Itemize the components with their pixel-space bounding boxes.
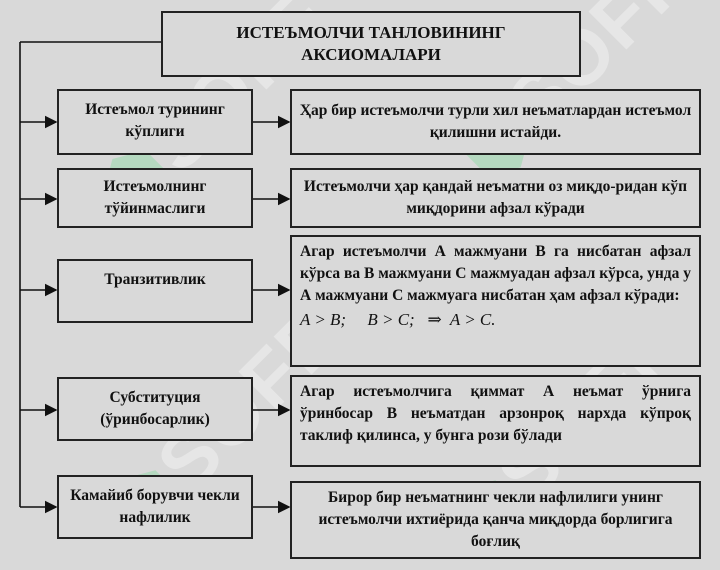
axiom-description: Агар истеъмолчига қиммат А неъмат ўрнига…	[300, 383, 691, 444]
axiom-description-box-5: Бирор бир неъматнинг чекли нафлилиги уни…	[290, 481, 701, 559]
axiom-description-box-3: Агар истеъмолчи А мажмуани В га нисбатан…	[290, 235, 701, 367]
axiom-name: Камайиб борувчи чекли нафлилик	[70, 487, 240, 526]
axiom-name-box-3: Транзитивлик	[57, 259, 253, 323]
axiom-name-box-5: Камайиб борувчи чекли нафлилик	[57, 475, 253, 539]
axiom-name: Истеъмол турининг кўплиги	[85, 101, 225, 140]
axiom-description-box-1: Ҳар бир истеъмолчи турли хил неъматларда…	[290, 89, 701, 155]
transitivity-formula: A > B; B > C; ⇒ A > C.	[300, 310, 496, 329]
diagram-title: ИСТЕЪМОЛЧИ ТАНЛОВИНИНГ АКСИОМАЛАРИ	[161, 11, 581, 77]
axiom-name: Истеъмолнинг тўйинмаслиги	[103, 178, 207, 217]
axiom-name-box-4: Субституция (ўринбосарлик)	[57, 377, 253, 441]
axiom-name-box-2: Истеъмолнинг тўйинмаслиги	[57, 168, 253, 228]
axiom-description: Агар истеъмолчи А мажмуани В га нисбатан…	[300, 243, 691, 304]
axiom-description: Бирор бир неъматнинг чекли нафлилиги уни…	[318, 489, 673, 550]
axiom-description: Ҳар бир истеъмолчи турли хил неъматларда…	[299, 102, 692, 141]
axiom-description: Истеъмолчи ҳар қандай неъматни оз миқдо-…	[303, 178, 688, 217]
axiom-description-box-2: Истеъмолчи ҳар қандай неъматни оз миқдо-…	[290, 168, 701, 228]
diagram-title-text: ИСТЕЪМОЛЧИ ТАНЛОВИНИНГ АКСИОМАЛАРИ	[236, 23, 506, 64]
axiom-name: Транзитивлик	[104, 271, 206, 288]
axiom-name: Субституция (ўринбосарлик)	[100, 389, 210, 428]
axiom-description-box-4: Агар истеъмолчига қиммат А неъмат ўрнига…	[290, 375, 701, 467]
axiom-name-box-1: Истеъмол турининг кўплиги	[57, 89, 253, 155]
